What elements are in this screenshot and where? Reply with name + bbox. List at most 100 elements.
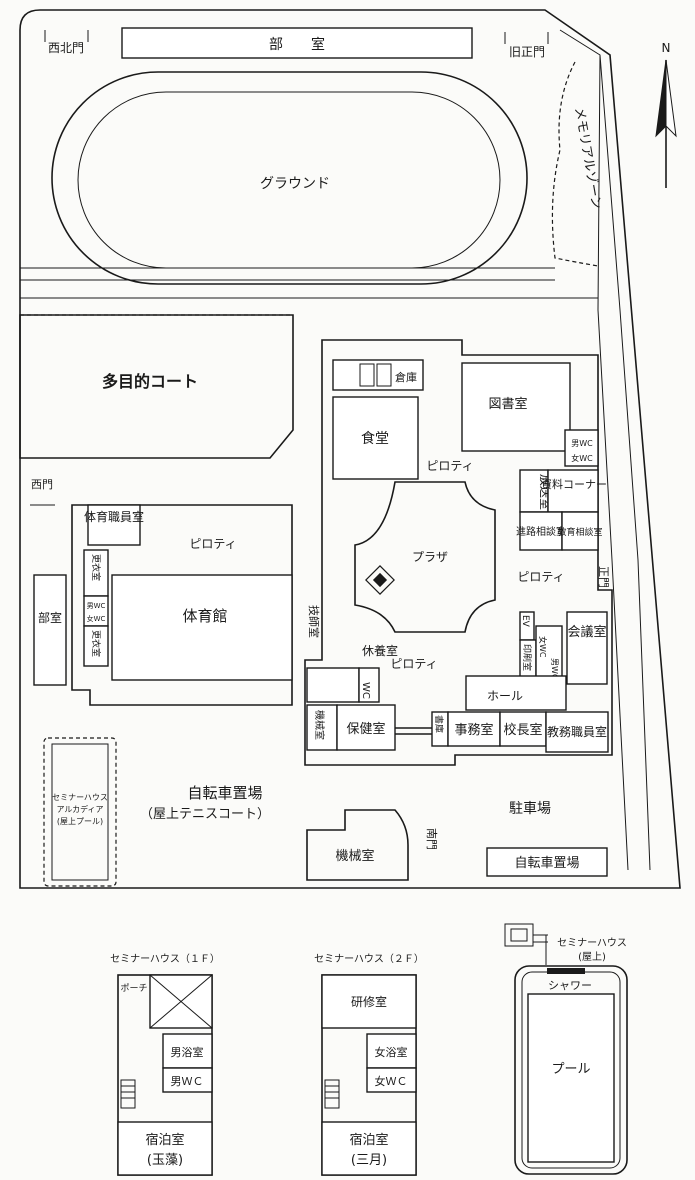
club-room-top[interactable] — [121, 27, 473, 59]
technician-room-label: 技師室 — [307, 605, 321, 638]
seminar-roof — [514, 965, 628, 1175]
womens-wc-east: 女WC — [571, 453, 593, 463]
locker-room-bottom[interactable] — [83, 625, 109, 667]
library-label: 図書室 — [488, 396, 527, 412]
seminar-2f-womens-wc[interactable] — [366, 1067, 417, 1093]
education-counseling-label: 教育相談室 — [557, 526, 602, 538]
seminar-1f-mens-bath[interactable] — [162, 1033, 213, 1069]
seminar-1f-mens-wc[interactable] — [162, 1067, 213, 1093]
wc-block-center[interactable] — [535, 625, 563, 681]
mens-wc-east: 男WC — [571, 439, 593, 448]
seminar-1f-lodging[interactable] — [117, 1121, 213, 1176]
mens-wc-center: 男WC — [550, 658, 559, 680]
track-outer[interactable] — [51, 71, 528, 285]
seminar-house-arcadia-label-3: (屋上プール) — [57, 817, 103, 826]
meeting-room[interactable] — [566, 611, 608, 685]
seminar-2f-training-room-label: 研修室 — [351, 994, 387, 1009]
infirmary[interactable] — [336, 704, 396, 751]
womens-wc-gym: 女WC — [87, 614, 106, 623]
staff-room-label: 教務職員室 — [547, 724, 607, 739]
seminar-house-arcadia-label-1: セミナーハウス — [52, 793, 108, 802]
east-road-line — [559, 29, 629, 871]
staff-room[interactable] — [545, 711, 609, 753]
seminar-2f-womens-bath[interactable] — [366, 1033, 417, 1069]
bicycle-parking-label: 自転車置場 — [187, 784, 262, 802]
club-room-left[interactable] — [33, 574, 67, 686]
storage-label: 倉庫 — [395, 370, 417, 384]
machine-room-small[interactable] — [306, 704, 338, 751]
cafeteria[interactable] — [332, 396, 419, 480]
hall[interactable] — [465, 675, 567, 711]
pilotis-label-center: ピロティ — [390, 657, 437, 671]
plaza-label: プラザ — [412, 550, 448, 564]
gate-northwest[interactable]: 西北門 — [48, 41, 84, 55]
seminar-1f-lodging-label: 宿泊室 — [145, 1132, 184, 1148]
gymnasium[interactable] — [111, 574, 293, 681]
pilotis-label-west: ピロティ — [189, 537, 236, 551]
cafeteria-label: 食堂 — [361, 430, 389, 447]
office-label: 事務室 — [454, 722, 493, 738]
multipurpose-court-label: 多目的コート — [102, 372, 198, 391]
gate-west[interactable]: 西門 — [31, 478, 53, 491]
club-room-top-label: 部 室 — [269, 36, 325, 53]
memorial-zone[interactable] — [551, 61, 599, 267]
seminar-1f-mens-wc-label: 男ＷＣ — [171, 1075, 204, 1088]
gate-south[interactable]: 南門 — [425, 828, 438, 850]
seminar-1f-porch-label: ポーチ — [120, 983, 147, 994]
ground-label: グラウンド — [260, 176, 330, 192]
principal-room-label: 校長室 — [503, 722, 542, 738]
void-cross — [149, 974, 213, 1029]
elevator-label: EV — [520, 615, 530, 628]
seminar-house-arcadia[interactable] — [43, 737, 117, 887]
seminar-2f-training-room[interactable] — [321, 974, 417, 1029]
locker-room-top[interactable] — [83, 549, 109, 597]
mens-wc-gym: 男WC — [87, 602, 106, 610]
seminar-2f-lodging-name: (三月) — [351, 1153, 387, 1168]
education-counseling-room[interactable] — [561, 511, 599, 551]
rooftop-tennis-label: （屋上テニスコート） — [140, 807, 270, 822]
bicycle-parking-east[interactable] — [486, 847, 608, 877]
seminar-roof-title: セミナーハウス — [557, 937, 627, 949]
main-building-outline — [304, 339, 613, 766]
club-room-left-label: 部室 — [38, 610, 62, 625]
infirmary-label: 保健室 — [346, 721, 385, 737]
pe-staff-room-label: 体育職員室 — [84, 509, 144, 524]
womens-wc-center: 女WC — [538, 636, 548, 658]
wc-stall — [359, 363, 375, 387]
storage-cluster[interactable] — [332, 359, 424, 391]
office[interactable] — [447, 711, 501, 747]
broadcast-room[interactable] — [519, 469, 549, 513]
gate-old-main[interactable]: 旧正門 — [509, 45, 545, 59]
shower-label: シャワー — [548, 979, 592, 992]
sculpture-icon — [365, 565, 395, 595]
print-room-label: 印刷室 — [521, 644, 533, 671]
machine-room-label: 機械室 — [335, 848, 374, 864]
seminar-house-arcadia-inner — [51, 743, 109, 881]
seminar-2f-lodging[interactable] — [321, 1121, 417, 1176]
pool-label: プール — [551, 1062, 590, 1077]
shower-bar — [547, 968, 585, 974]
gate-main[interactable]: 正門 — [597, 566, 610, 588]
stairs-icon — [120, 1079, 136, 1109]
materials-corner-label: 資料コーナー — [541, 477, 607, 491]
campus-boundary — [19, 9, 681, 889]
seminar-roof-subtitle: (屋上) — [578, 951, 606, 963]
library[interactable] — [461, 362, 571, 452]
wc-block-east[interactable] — [564, 429, 599, 467]
guidance-room[interactable] — [519, 511, 563, 551]
guidance-room-label: 進路相談室 — [516, 525, 566, 538]
pool[interactable] — [527, 993, 615, 1163]
north-arrow-icon: N — [655, 41, 677, 188]
locker-room-bottom-label: 更衣室 — [90, 630, 102, 657]
pe-staff-room[interactable] — [87, 504, 141, 546]
materials-corner[interactable] — [547, 469, 599, 513]
wc-small-west[interactable] — [358, 667, 380, 703]
plaza[interactable] — [354, 481, 496, 633]
seminar-2f-lodging-label: 宿泊室 — [349, 1132, 388, 1148]
rest-room[interactable] — [306, 667, 360, 703]
hall-label: ホール — [487, 689, 523, 703]
seminar-2f-womens-bath-label: 女浴室 — [375, 1045, 408, 1059]
machine-room[interactable] — [306, 809, 409, 881]
